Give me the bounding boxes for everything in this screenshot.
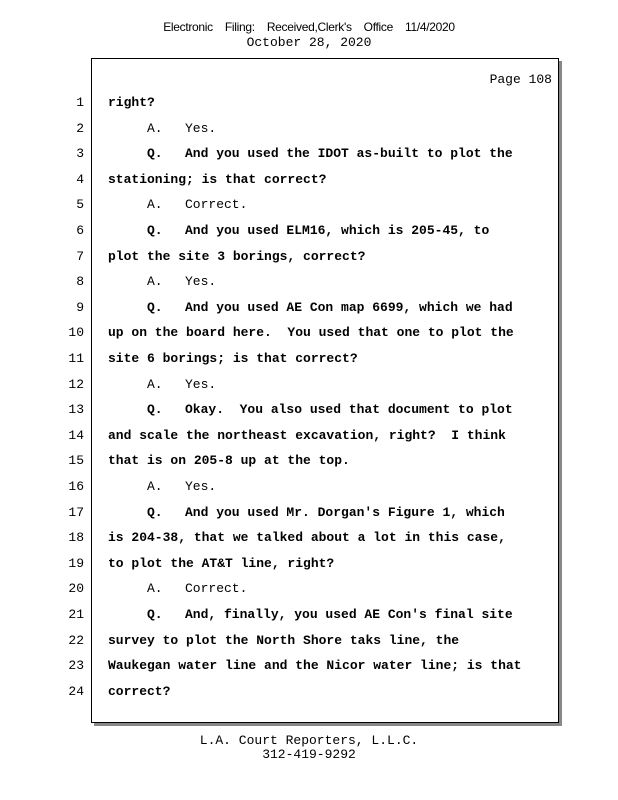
- transcript-line: correct?: [108, 684, 170, 699]
- line-text: to plot the AT&T line, right?: [108, 555, 335, 571]
- speaker-label: Q.: [147, 402, 163, 418]
- line-number: 20: [68, 581, 84, 597]
- transcript-line: Q. Okay. You also used that document to p…: [108, 402, 513, 417]
- transcript-line: A. Yes.: [108, 274, 216, 289]
- line-text: Yes.: [185, 274, 217, 290]
- transcript-line: Q. And you used Mr. Dorgan's Figure 1, wh…: [108, 505, 505, 520]
- speaker-label: Q.: [147, 299, 163, 315]
- transcript-line: that is on 205-8 up at the top.: [108, 453, 350, 468]
- transcript-line: A. Yes.: [108, 121, 216, 136]
- line-number: 4: [76, 171, 84, 187]
- speaker-label: Q.: [147, 607, 163, 622]
- stamp-word: 11/4/2020: [405, 20, 455, 34]
- transcript-line: A. Correct.: [108, 197, 247, 212]
- line-text: is 204-38, that we talked about a lot in…: [108, 530, 506, 546]
- transcript-line: Q. And, finally, you used AE Con's final …: [108, 607, 513, 622]
- line-number: 19: [68, 555, 84, 571]
- line-number: 1: [76, 95, 84, 110]
- line-text: and scale the northeast excavation, righ…: [108, 427, 506, 443]
- line-text: Correct.: [185, 581, 248, 597]
- line-number: 16: [68, 479, 84, 494]
- line-text: And you used Mr. Dorgan's Figure 1, whic…: [185, 504, 505, 520]
- speaker-label: A.: [147, 376, 163, 392]
- line-text: Correct.: [185, 197, 248, 213]
- speaker-label: Q.: [147, 223, 163, 238]
- transcript-line: to plot the AT&T line, right?: [108, 556, 334, 571]
- line-number: 11: [68, 351, 84, 366]
- line-number: 6: [76, 223, 84, 238]
- stamp-word: Office: [363, 20, 394, 34]
- line-number: 21: [68, 607, 84, 622]
- line-text: site 6 borings; is that correct?: [108, 351, 358, 366]
- speaker-label: A.: [147, 197, 163, 213]
- stamp-word: Electronic: [163, 20, 213, 34]
- transcript-line: right?: [108, 95, 155, 110]
- line-text: correct?: [108, 683, 171, 699]
- line-number: 7: [76, 248, 84, 264]
- line-number: 8: [76, 274, 84, 290]
- transcript-line: A. Yes.: [108, 479, 216, 494]
- line-number: 12: [68, 376, 84, 392]
- line-number: 9: [76, 299, 84, 315]
- line-text: Yes.: [185, 120, 217, 136]
- speaker-label: A.: [147, 120, 163, 136]
- transcript-date: October 28, 2020: [246, 35, 372, 50]
- transcript-line: A. Correct.: [108, 581, 247, 596]
- line-text: And you used the IDOT as-built to plot t…: [185, 146, 513, 162]
- line-number: 24: [68, 683, 84, 699]
- line-text: survey to plot the North Shore taks line…: [108, 632, 460, 648]
- transcript-line: site 6 borings; is that correct?: [108, 351, 358, 366]
- line-text: that is on 205-8 up at the top.: [108, 453, 350, 469]
- line-number: 2: [76, 120, 84, 136]
- line-number: 14: [68, 427, 84, 443]
- line-number: 3: [76, 146, 84, 162]
- line-text: stationing; is that correct?: [108, 171, 327, 187]
- speaker-label: A.: [147, 581, 163, 597]
- filing-stamp: Electronic Filing: Received,Clerk's Office 1…: [0, 20, 618, 34]
- transcript-line: and scale the northeast excavation, righ…: [108, 428, 506, 443]
- speaker-label: Q.: [147, 146, 163, 162]
- line-text: And you used AE Con map 6699, which we h…: [185, 299, 513, 315]
- transcript-line: Q. And you used the IDOT as-built to plot…: [108, 146, 513, 161]
- transcript-page-box: [91, 58, 559, 723]
- line-number: 17: [68, 504, 84, 520]
- transcript-line: stationing; is that correct?: [108, 172, 326, 187]
- line-number: 10: [68, 325, 84, 341]
- line-number: 23: [68, 658, 84, 674]
- transcript-line: up on the board here. You used that one …: [108, 325, 514, 340]
- speaker-label: A.: [147, 274, 163, 290]
- line-number: 18: [68, 530, 84, 546]
- transcript-line: plot the site 3 borings, correct?: [108, 249, 365, 264]
- line-number: 5: [76, 197, 84, 213]
- line-text: right?: [108, 95, 155, 110]
- stamp-word: Filing:: [224, 20, 255, 34]
- line-text: And you used ELM16, which is 205-45, to: [185, 223, 490, 238]
- page-number: Page 108: [489, 72, 552, 87]
- line-number: 15: [68, 453, 84, 469]
- line-text: Waukegan water line and the Nicor water …: [108, 658, 522, 674]
- line-text: up on the board here. You used that one …: [108, 325, 514, 341]
- transcript-line: Q. And you used AE Con map 6699, which we…: [108, 300, 513, 315]
- footer-company: L.A. Court Reporters, L.L.C.: [199, 733, 419, 748]
- transcript-line: Q. And you used ELM16, which is 205-45, t…: [108, 223, 489, 238]
- stamp-word: Received,Clerk's: [266, 20, 352, 34]
- line-text: Yes.: [185, 376, 217, 392]
- line-text: Yes.: [185, 479, 217, 494]
- transcript-line: is 204-38, that we talked about a lot in…: [108, 530, 506, 545]
- speaker-label: A.: [147, 479, 163, 494]
- footer-phone: 312-419-9292: [262, 747, 356, 762]
- transcript-line: survey to plot the North Shore taks line…: [108, 633, 459, 648]
- line-text: plot the site 3 borings, correct?: [108, 248, 366, 264]
- speaker-label: Q.: [147, 504, 163, 520]
- line-text: And, finally, you used AE Con's final si…: [185, 607, 513, 622]
- line-text: Okay. You also used that document to plo…: [185, 402, 513, 418]
- transcript-line: Waukegan water line and the Nicor water …: [108, 658, 521, 673]
- line-number: 13: [68, 402, 84, 418]
- line-number: 22: [68, 632, 84, 648]
- transcript-line: A. Yes.: [108, 377, 216, 392]
